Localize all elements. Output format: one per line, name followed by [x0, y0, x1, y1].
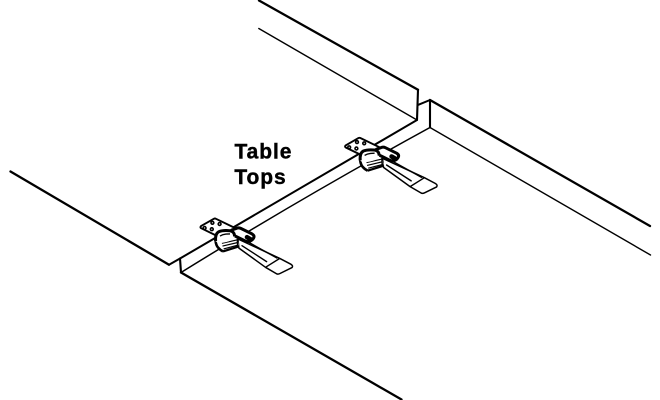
- svg-text:Tops: Tops: [234, 166, 286, 189]
- svg-text:Table: Table: [235, 141, 293, 164]
